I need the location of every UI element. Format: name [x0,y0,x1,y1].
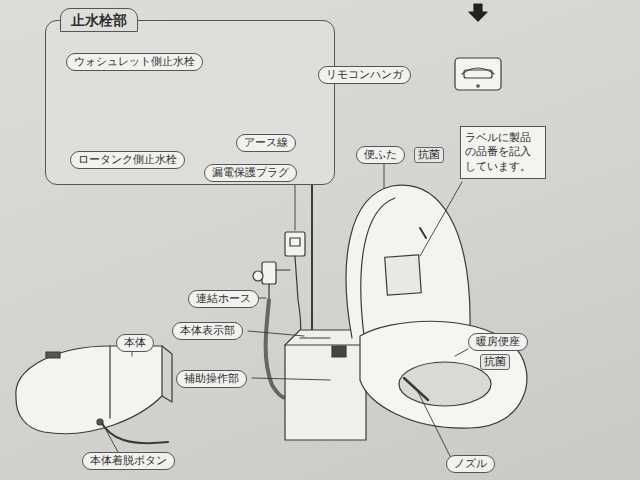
label-text: アース線 [244,136,288,150]
label-text: 本体着脱ボタン [90,454,167,468]
label-text: リモコンハンガ [326,68,403,82]
leakage-plug [285,232,305,256]
label-text: 連結ホース [196,292,251,306]
label-text: 抗菌 [418,148,440,162]
part-label: 本体 [116,334,154,352]
part-label: 本体表示部 [172,322,243,340]
part-label: ロータンク側止水栓 [70,151,185,169]
label-text: 補助操作部 [184,372,239,386]
part-label: 補助操作部 [176,370,247,388]
part-label: 本体着脱ボタン [82,452,175,470]
label-text: 抗菌 [484,355,506,369]
pointer-arrow [469,4,487,21]
leader-lines [106,142,468,460]
label-text: 暖房便座 [476,335,520,349]
label-text: ラベルに製品の品番を記入しています。 [465,131,541,174]
label-text: ノズル [454,457,487,471]
remote-hanger [455,58,501,90]
antibacterial-tag: 抗菌 [480,354,510,370]
label-text: ウォシュレット側止水栓 [74,55,195,69]
part-label: アース線 [236,134,296,152]
body-detached [16,346,172,443]
label-text: 本体表示部 [180,324,235,338]
part-label: ノズル [446,455,495,473]
part-label: 便ふた [356,146,405,164]
inset-panel: 止水栓部ウォシュレット側止水栓ロータンク側止水栓 [45,20,335,185]
note-box: ラベルに製品の品番を記入しています。 [460,126,546,179]
label-text: ロータンク側止水栓 [78,153,177,167]
antibacterial-tag: 抗菌 [414,147,444,163]
label-text: 漏電保護プラグ [212,166,289,180]
main-body [285,330,366,440]
lid [346,185,470,338]
label-text: 本体 [124,336,146,350]
part-label: リモコンハンガ [318,66,411,84]
part-label: 漏電保護プラグ [204,164,297,182]
part-label: 連結ホース [188,290,259,308]
label-text: 便ふた [364,148,397,162]
panel-heading: 止水栓部 [60,8,138,32]
part-label: ウォシュレット側止水栓 [66,53,203,71]
heated-seat [360,321,527,428]
part-label: 暖房便座 [468,333,528,351]
